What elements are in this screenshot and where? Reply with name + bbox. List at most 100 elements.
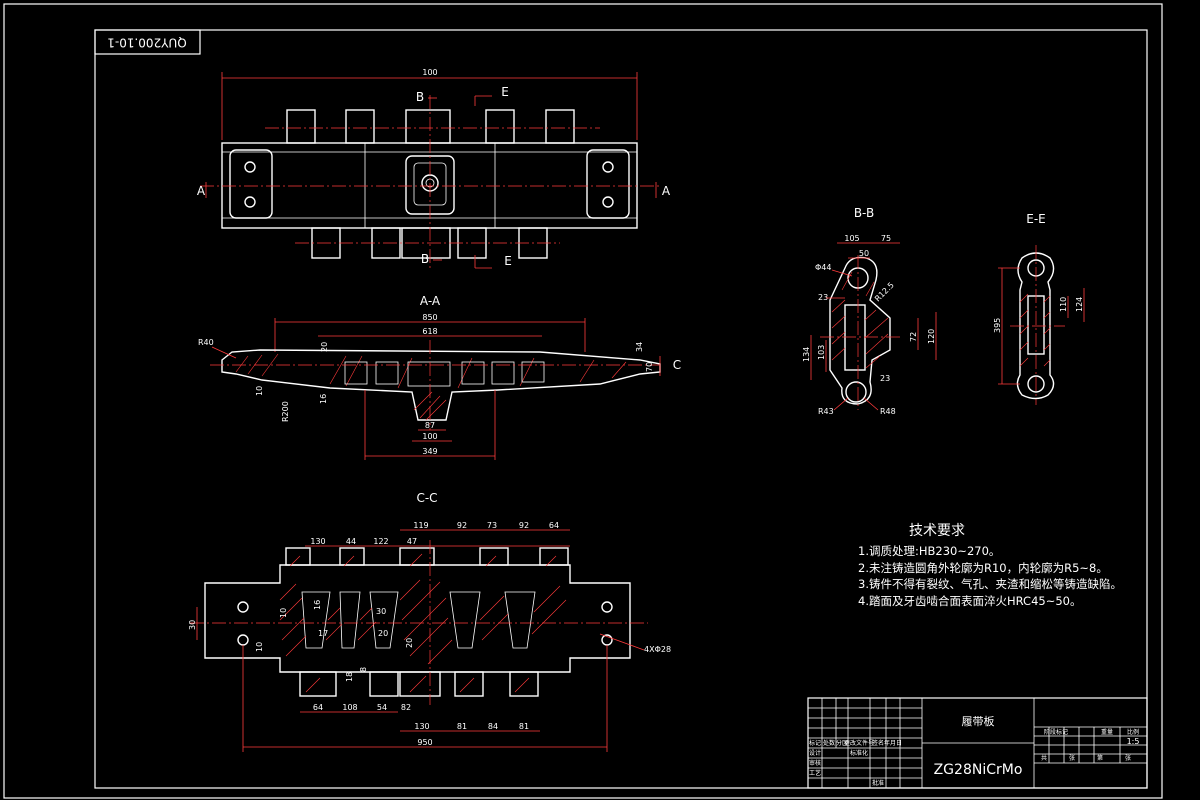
aa-dim-10: 10 — [255, 386, 264, 396]
section-b-b: B-B 105 75 50 Φ44 R12.5 23 134 103 72 — [802, 206, 937, 416]
section-mark-b-bottom: B — [421, 252, 429, 266]
tb-label-mark: 标记 — [809, 739, 821, 747]
cc-dim-92-a: 92 — [457, 521, 467, 530]
drawing-number-box: QUY200.10-1 — [94, 29, 201, 55]
cc-dim-8: 8 — [359, 667, 368, 672]
bb-dim-105: 105 — [844, 234, 859, 243]
tb-label-weight: 重量 — [1101, 728, 1113, 736]
cc-dim-20-b: 20 — [405, 638, 414, 648]
bb-dim-120: 120 — [927, 329, 936, 344]
section-mark-b-top: B — [416, 90, 424, 104]
tb-label-standard: 标准化 — [850, 749, 868, 757]
tech-item-1: 1.调质处理:HB230~270。 — [858, 544, 1000, 558]
aa-dim-87: 87 — [425, 421, 435, 430]
bb-dim-72: 72 — [909, 332, 918, 342]
tb-label-sign: 签名 — [872, 739, 884, 747]
aa-mark-c: C — [673, 358, 681, 372]
tb-label-sheet: 张 — [1125, 754, 1131, 762]
tb-label-total: 共 — [1041, 754, 1047, 762]
cc-dim-92-b: 92 — [519, 521, 529, 530]
bb-dim-103: 103 — [817, 345, 826, 360]
section-mark-a-right: A — [662, 184, 671, 198]
aa-r40: R40 — [198, 338, 214, 347]
tb-label-stage: 阶段标记 — [1044, 728, 1068, 736]
bb-r12-5: R12.5 — [873, 281, 896, 304]
ee-dim-395: 395 — [993, 318, 1002, 333]
tb-scale-value: 1:5 — [1127, 737, 1140, 746]
bb-dim-134: 134 — [802, 347, 811, 362]
cc-dim-81-a: 81 — [457, 722, 467, 731]
bb-phi44: Φ44 — [815, 263, 831, 272]
cc-dim-950: 950 — [417, 738, 432, 747]
section-a-a-title: A-A — [420, 294, 441, 308]
cc-dim-64-bottom: 64 — [313, 703, 323, 712]
cc-holes: 4XΦ28 — [644, 645, 671, 654]
cc-dim-30-left: 30 — [188, 620, 197, 630]
tb-part-name: 履带板 — [962, 714, 995, 728]
cc-dim-17: 17 — [318, 629, 328, 638]
tb-label-approve: 批准 — [872, 779, 884, 787]
section-c-c-title: C-C — [416, 491, 437, 505]
tb-label-review: 审核 — [809, 759, 821, 767]
bb-dim-23-top: 23 — [818, 293, 828, 302]
cc-dim-10-b: 10 — [255, 642, 264, 652]
tech-item-4: 4.踏面及牙齿啮合面表面淬火HRC45~50。 — [858, 594, 1081, 608]
aa-dim-349: 349 — [422, 447, 437, 456]
inner-frame — [94, 29, 1148, 789]
ee-dim-110: 110 — [1059, 297, 1068, 312]
section-mark-e-top: E — [501, 85, 509, 99]
aa-dim-850: 850 — [422, 313, 437, 322]
technical-requirements: 技术要求 1.调质处理:HB230~270。 2.未注铸造圆角外轮廓为R10，内… — [858, 523, 1122, 608]
aa-dim-34: 34 — [635, 342, 644, 352]
bb-dim-23-bottom: 23 — [880, 374, 890, 383]
ee-dim-124: 124 — [1075, 297, 1084, 312]
aa-dim-70: 70 — [645, 362, 654, 372]
section-e-e: E-E 395 110 124 — [993, 212, 1085, 405]
cc-dim-30-b: 30 — [376, 607, 386, 616]
cc-dim-82: 82 — [401, 703, 411, 712]
top-view: 100 B B — [197, 68, 671, 270]
drawing-number: QUY200.10-1 — [107, 36, 187, 50]
section-mark-e-bottom: E — [504, 254, 512, 268]
cc-dim-130-bottom: 130 — [414, 722, 429, 731]
section-a-a: A-A 850 618 R40 20 34 — [198, 294, 681, 460]
cc-dim-84: 84 — [488, 722, 498, 731]
tb-label-design: 设计 — [809, 749, 821, 757]
outer-frame — [3, 3, 1163, 799]
aa-dim-100: 100 — [422, 432, 437, 441]
tb-label-date: 年月日 — [884, 739, 902, 747]
cc-dim-20-a: 20 — [378, 629, 388, 638]
tb-label-count: 处数 — [823, 739, 835, 747]
section-b-b-title: B-B — [854, 206, 874, 220]
aa-dim-16: 16 — [319, 394, 328, 404]
cc-dim-18: 18 — [345, 672, 354, 682]
section-e-e-title: E-E — [1026, 212, 1046, 226]
cc-dim-73: 73 — [487, 521, 497, 530]
tb-label-process: 工艺 — [809, 769, 821, 777]
cc-dim-10-a: 10 — [279, 608, 288, 618]
top-view-overall-dim: 100 — [422, 68, 437, 77]
bb-dim-75: 75 — [881, 234, 891, 243]
section-c-c: C-C 130 44 122 47 119 92 73 92 64 — [188, 491, 671, 752]
tb-label-zone: 分区 — [836, 739, 848, 747]
tech-item-2: 2.未注铸造圆角外轮廓为R10，内轮廓为R5~8。 — [858, 561, 1108, 575]
tb-label-change-doc: 更改文件号 — [844, 739, 874, 747]
tech-item-3: 3.铸件不得有裂纹、气孔、夹渣和缩松等铸造缺陷。 — [858, 577, 1122, 591]
aa-dim-20: 20 — [320, 342, 329, 352]
cc-dim-16: 16 — [313, 600, 322, 610]
tb-label-sheet-no: 第 — [1097, 754, 1103, 762]
cc-dim-64-top: 64 — [549, 521, 559, 530]
aa-r200: R200 — [281, 401, 290, 422]
bb-r48: R48 — [880, 407, 896, 416]
cc-dim-130-top: 130 — [310, 537, 325, 546]
title-block: 标记 处数 分区 更改文件号 签名 年月日 设计 标准化 阶段标记 重量 比例 … — [807, 697, 1148, 789]
cc-dim-81-b: 81 — [519, 722, 529, 731]
bb-dim-50: 50 — [859, 249, 869, 258]
cc-dim-54: 54 — [377, 703, 387, 712]
cc-dim-47: 47 — [407, 537, 417, 546]
bb-r43: R43 — [818, 407, 834, 416]
cc-dim-44: 44 — [346, 537, 356, 546]
cc-dim-119: 119 — [413, 521, 428, 530]
section-mark-a-left: A — [197, 184, 206, 198]
